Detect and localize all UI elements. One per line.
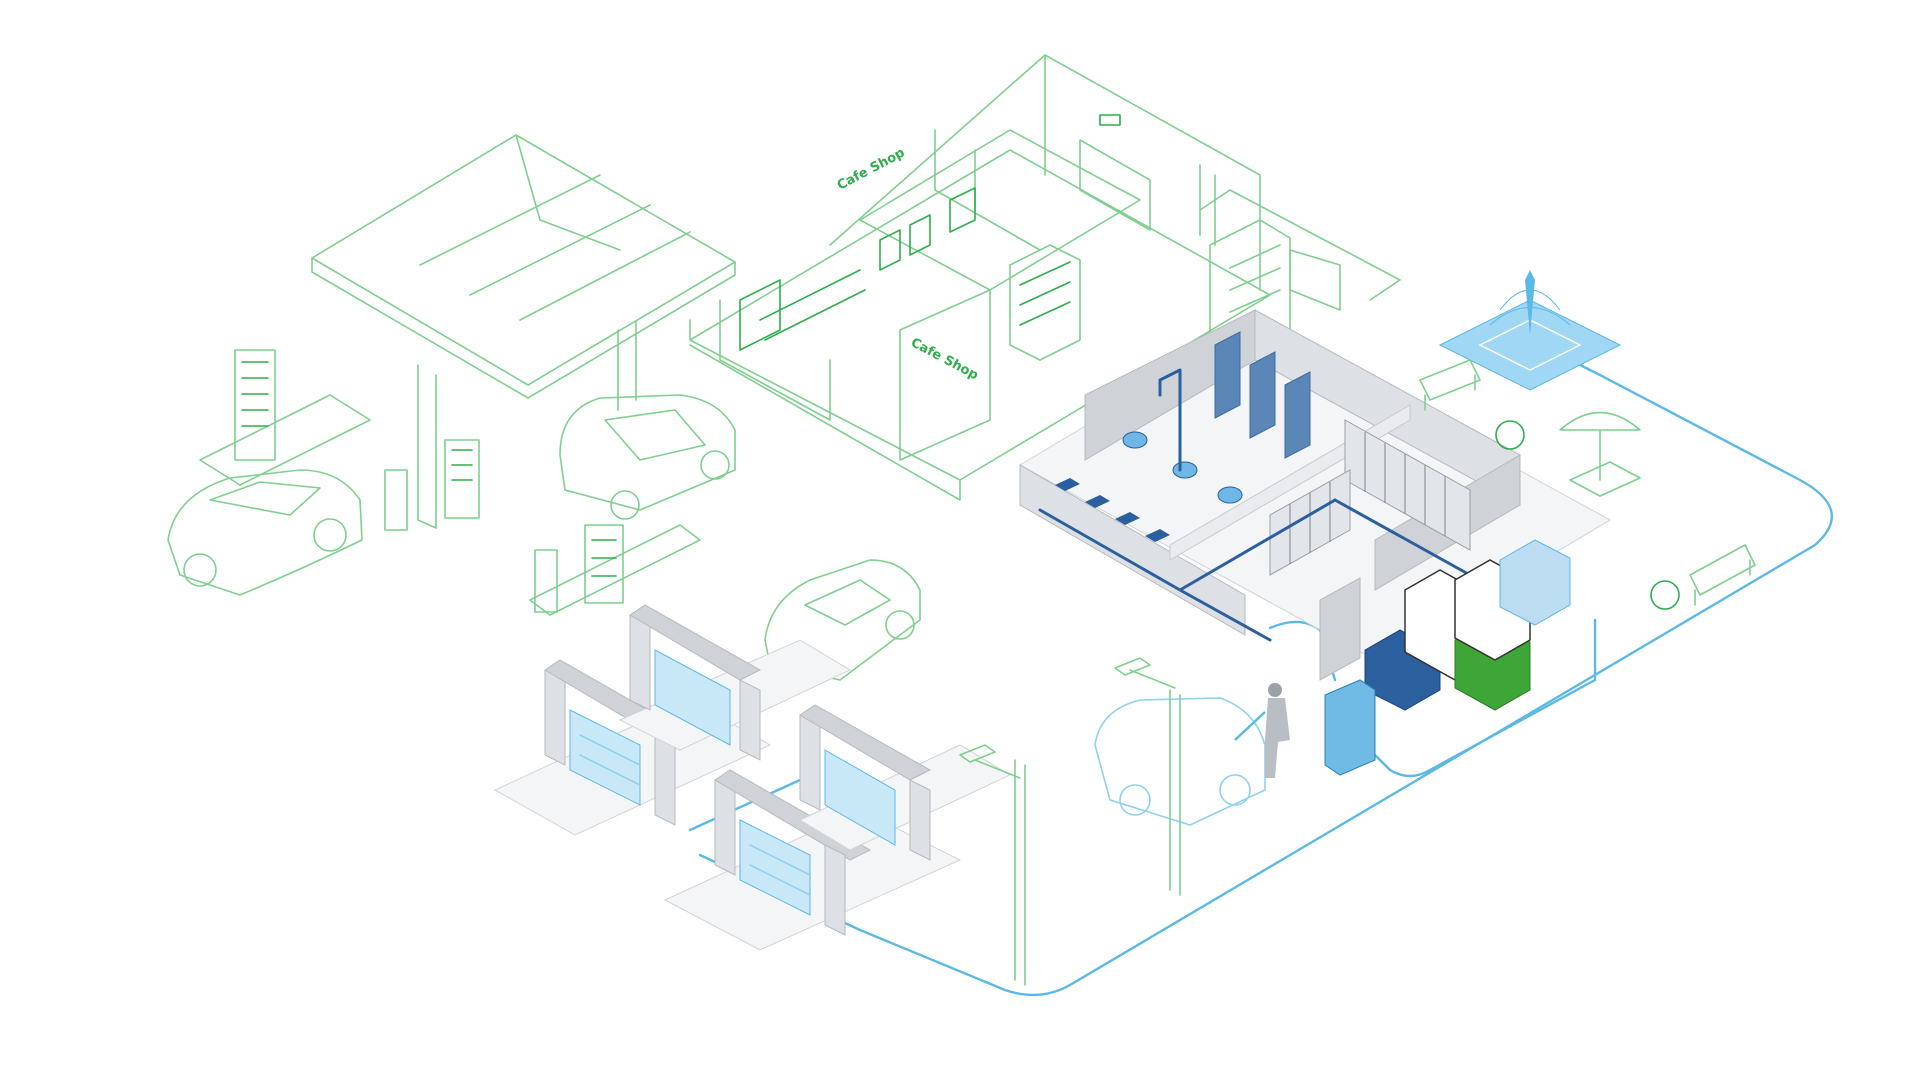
pump-island-center [529, 524, 701, 616]
sink-row [1055, 478, 1170, 542]
patio-furniture [1419, 359, 1756, 610]
pipe-to-pressure-washer [1338, 618, 1597, 778]
door-3 [1284, 371, 1311, 459]
toilet-2 [1172, 461, 1198, 479]
car-van [559, 394, 736, 520]
fuel-canopy [199, 134, 736, 531]
fountain [1438, 270, 1622, 391]
lockers-back [1344, 419, 1471, 551]
shop-sign-front: Cafe Shop [908, 335, 981, 383]
shop-shelving [1009, 244, 1081, 361]
car-left-suv [167, 469, 363, 596]
toilet-1 [1122, 431, 1148, 449]
street-lamp-1 [959, 744, 1026, 986]
pump-island-left [199, 394, 371, 486]
pipe-carwash-link [688, 778, 802, 832]
car-wash-bay-4 [798, 704, 1012, 861]
fuel-pump-left [384, 469, 408, 531]
street-lamp-2 [1114, 657, 1181, 896]
water-tank-light [1499, 539, 1571, 626]
car-wash-bay-2 [618, 604, 852, 761]
canopy-roof [311, 134, 736, 386]
control-cabinet [1324, 679, 1376, 776]
shop-front-wall [899, 289, 991, 461]
toilet-3 [1217, 486, 1243, 504]
fuel-pump-center [444, 439, 480, 519]
internal-pipes [1038, 368, 1472, 642]
door-2 [1249, 351, 1276, 439]
service-building [1018, 309, 1612, 776]
price-sign-post [234, 349, 276, 461]
pressure-wash-worker [1234, 683, 1290, 778]
car-wash-bay-car-blue [1094, 697, 1266, 826]
canopy-pillar-left [417, 364, 437, 529]
door-1 [1214, 331, 1241, 419]
shop-upper-walls [829, 54, 1261, 291]
main-loop-pipe [858, 373, 1833, 997]
